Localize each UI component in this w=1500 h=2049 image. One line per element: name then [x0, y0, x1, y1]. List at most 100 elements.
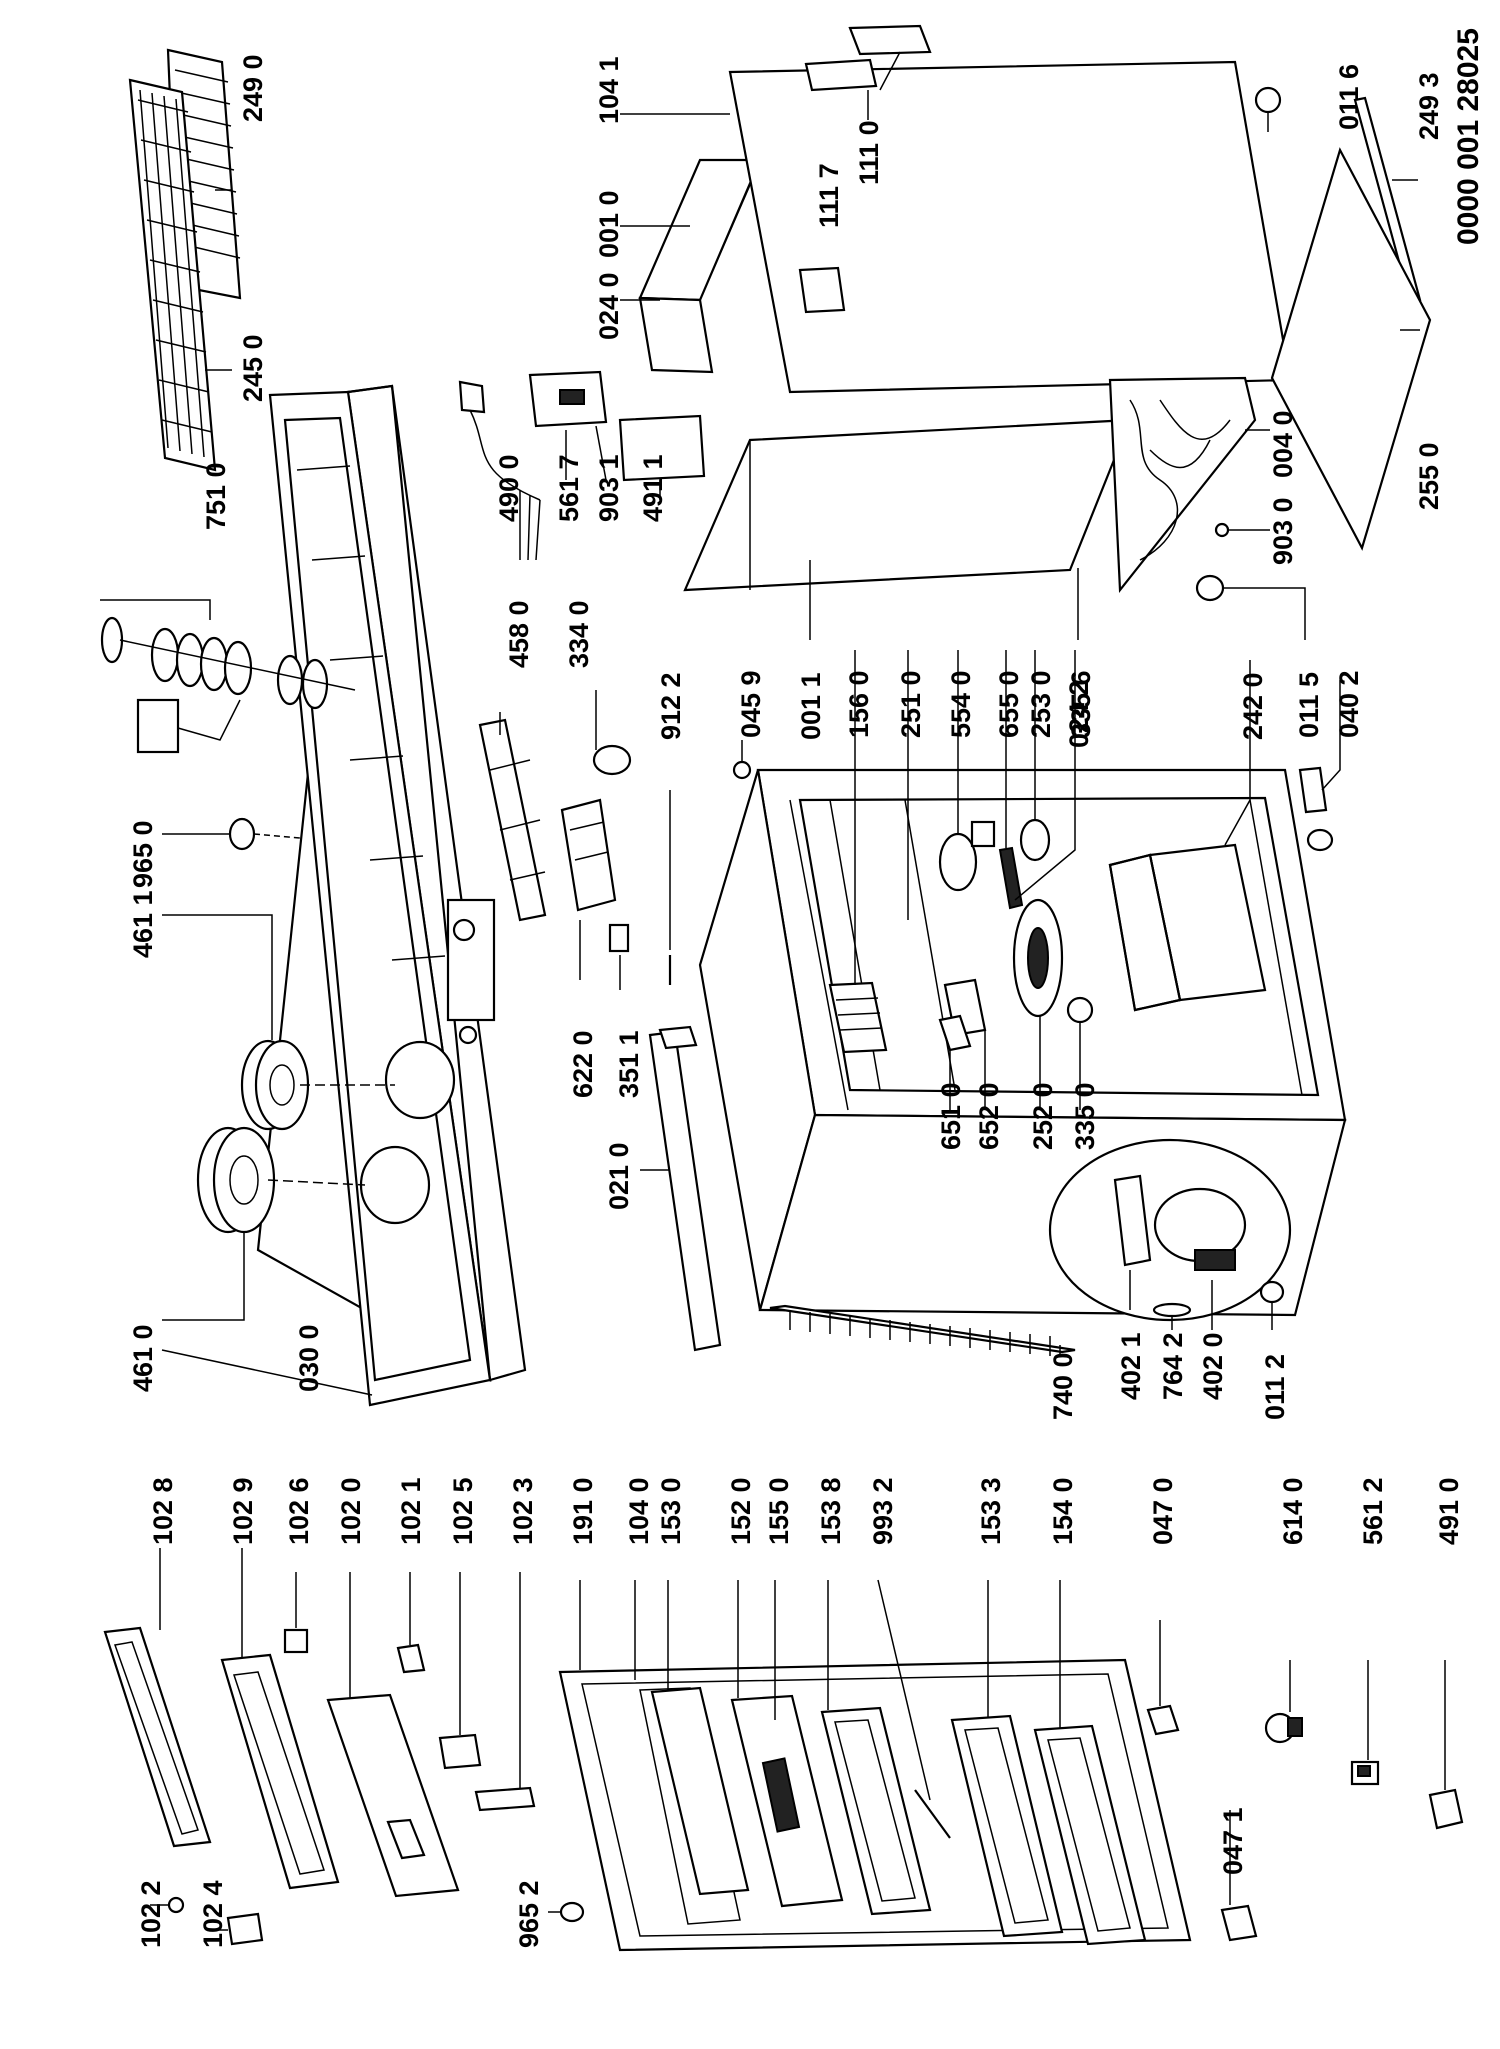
label-153-0: 153 0	[656, 1477, 686, 1545]
label-903-0: 903 0	[1268, 497, 1298, 565]
label-030-0: 030 0	[294, 1324, 324, 1392]
label-011-2: 011 2	[1260, 1354, 1290, 1420]
bracket-251-0	[970, 820, 996, 848]
foot-011-6	[1254, 86, 1282, 114]
label-242-0: 242 0	[1238, 672, 1268, 740]
rail-021-0	[648, 1025, 722, 1352]
terminal-561-2	[1350, 1760, 1380, 1786]
leader-461-0	[162, 1232, 245, 1321]
label-764-2: 764 2	[1158, 1332, 1188, 1400]
label-047-0: 047 0	[1148, 1477, 1178, 1545]
label-111-7: 111 7	[814, 163, 844, 228]
hinge-111-0	[804, 24, 932, 92]
label-102-6: 102 6	[284, 1477, 314, 1545]
label-965-0: 965 0	[128, 820, 158, 888]
capillary-764-2	[1152, 1302, 1192, 1318]
label-402-1: 402 1	[1116, 1332, 1146, 1400]
egg-tray-152-0	[730, 1694, 844, 1908]
cabinet-001-1	[683, 418, 1132, 592]
label-740-0: 740 0	[1048, 1352, 1078, 1420]
label-102-1: 102 1	[396, 1477, 426, 1545]
knob-965-0	[228, 817, 256, 851]
screw-102-2	[167, 1896, 185, 1914]
label-111-0: 111 0	[854, 120, 884, 185]
hinge-047-0	[1146, 1704, 1180, 1736]
label-334-0: 334 0	[564, 600, 594, 668]
label-622-0: 622 0	[568, 1030, 598, 1098]
label-153-3: 153 3	[976, 1477, 1006, 1545]
cover-491-0	[1428, 1788, 1464, 1830]
label-461-0: 461 0	[128, 1324, 158, 1392]
label-255-0: 255 0	[1414, 442, 1444, 510]
label-040-2: 040 2	[1334, 670, 1364, 738]
knob-965-2	[559, 1901, 585, 1923]
label-491-1: 491 1	[638, 454, 668, 522]
label-011-6: 011 6	[1334, 64, 1364, 130]
label-156-0: 156 0	[844, 670, 874, 738]
hinge-cover-102-6	[283, 1628, 309, 1654]
label-249-3: 249 3	[1414, 72, 1444, 140]
foot-011-2	[1259, 1280, 1285, 1304]
label-554-0: 554 0	[946, 670, 976, 738]
label-004-0: 004 0	[1268, 410, 1298, 478]
door-shelf-154-0	[1033, 1724, 1147, 1946]
label-253-0: 253 0	[1026, 670, 1056, 738]
relay-614-0	[1264, 1712, 1303, 1744]
bracket-458-0	[478, 718, 547, 922]
door-frame-102-9	[220, 1653, 340, 1890]
label-402-0: 402 0	[1198, 1332, 1228, 1400]
hotplate-461-0	[196, 1126, 276, 1234]
label-191-0: 191 0	[568, 1477, 598, 1545]
leader-461-1	[162, 914, 273, 1040]
cover-253-0	[1019, 818, 1051, 862]
label-614-0: 614 0	[1278, 1477, 1308, 1545]
lamp-351-1	[608, 923, 630, 953]
cover-102-5	[438, 1733, 482, 1770]
cover-491-1	[618, 414, 706, 482]
leader-030-0	[161, 1349, 373, 1396]
label-335-6: 335 6	[1066, 670, 1096, 738]
label-001-0: 001 0	[594, 190, 624, 258]
label-102-8: 102 8	[148, 1477, 178, 1545]
shelf-grid-245-0	[128, 78, 217, 472]
hob-worktop-030-0	[256, 384, 527, 1407]
label-021-0: 021 0	[604, 1142, 634, 1210]
label-104-0: 104 0	[624, 1477, 654, 1545]
door-shelf-153-0	[650, 1686, 750, 1896]
thermostat-622-0	[560, 798, 617, 912]
label-912-2: 912 2	[656, 672, 686, 740]
foot-011-5	[1195, 574, 1225, 602]
label-651-0: 651 0	[936, 1082, 966, 1150]
label-461-1: 461 1	[128, 890, 158, 958]
label-152-0: 152 0	[726, 1477, 756, 1545]
hotplate-461-1	[240, 1039, 310, 1131]
label-024-2: 024 2	[1064, 680, 1094, 748]
label-024-0: 024 0	[594, 272, 624, 340]
compressor-402-0	[1113, 1174, 1247, 1271]
label-102-4: 102 4	[198, 1880, 228, 1948]
clip-102-1	[396, 1643, 426, 1674]
label-561-7: 561 7	[554, 454, 584, 522]
hinge-047-1	[1220, 1904, 1258, 1942]
handle-102-3	[474, 1786, 536, 1812]
label-102-0: 102 0	[336, 1477, 366, 1545]
rod-993-2	[914, 1789, 951, 1839]
label-458-0: 458 0	[504, 600, 534, 668]
label-993-2: 993 2	[868, 1477, 898, 1545]
drawer-242-0	[1108, 843, 1267, 1012]
label-102-3: 102 3	[508, 1477, 538, 1545]
thermostat-651-0	[938, 1014, 972, 1052]
screw-903-0	[1214, 522, 1230, 538]
label-011-5: 011 5	[1294, 672, 1324, 738]
door-panel-102-0	[326, 1693, 460, 1898]
burner-stack-751-0	[100, 599, 356, 754]
condenser-740-0	[769, 1304, 1076, 1356]
label-249-0: 249 0	[238, 54, 268, 122]
label-102-5: 102 5	[448, 1477, 478, 1545]
door-shelf-153-3	[950, 1714, 1064, 1938]
label-561-2: 561 2	[1358, 1477, 1388, 1545]
label-154-0: 154 0	[1048, 1477, 1078, 1545]
spring-655-0	[998, 846, 1024, 910]
